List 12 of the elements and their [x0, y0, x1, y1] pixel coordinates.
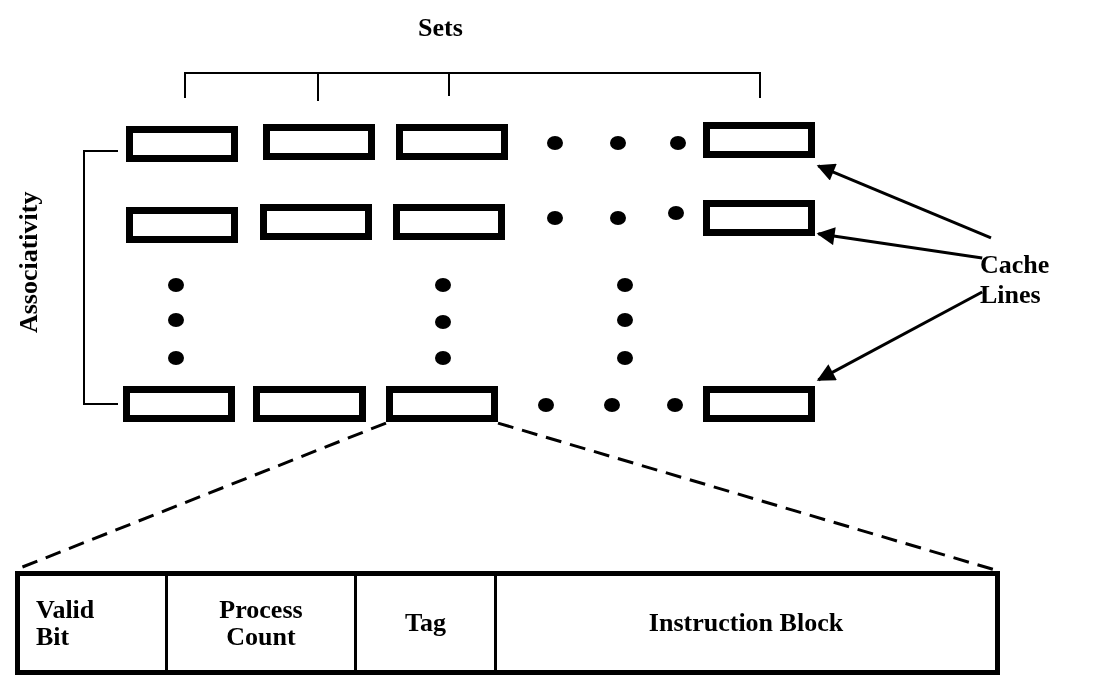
- callout-text: Cache Lines: [980, 250, 1090, 314]
- table-cell: Process Count: [168, 576, 357, 670]
- table-cell: Valid Bit: [20, 576, 168, 670]
- dashed-line: [497, 421, 996, 572]
- table-cell: Tag: [357, 576, 497, 670]
- bracket-label: Associativity: [15, 191, 45, 333]
- arrow: [816, 163, 992, 240]
- bracket-label: Sets: [418, 14, 463, 43]
- cache-line-table: [15, 571, 1000, 675]
- arrow: [816, 227, 983, 260]
- table-cell: Instruction Block: [497, 576, 995, 670]
- arrow: [816, 290, 983, 382]
